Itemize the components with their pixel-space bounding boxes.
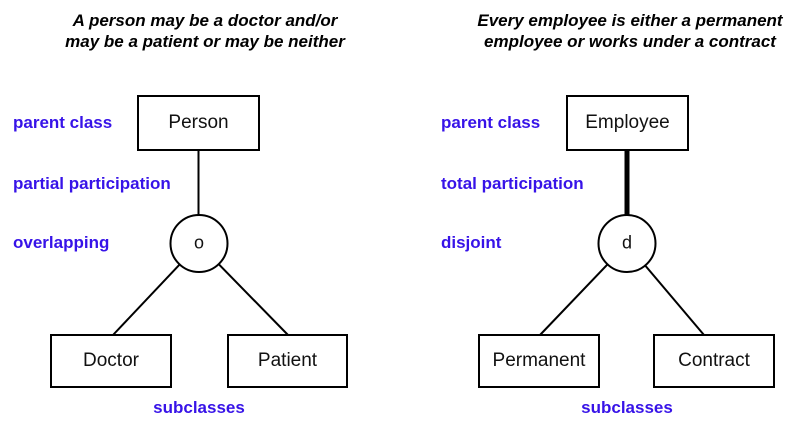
entity-label-contract: Contract xyxy=(678,350,750,371)
left-constraint-label: overlapping xyxy=(13,233,110,252)
entity-label-doctor: Doctor xyxy=(83,350,139,371)
entity-label-patient: Patient xyxy=(257,350,318,371)
overlapping-constraint-circle xyxy=(169,214,229,273)
entity-label-permanent: Permanent xyxy=(492,350,586,371)
entity-box-patient: Patient xyxy=(227,334,348,388)
left-diagram-caption: A person may be a doctor and/or may be a… xyxy=(30,10,380,52)
right-subclasses-label: subclasses xyxy=(581,398,673,417)
overlapping-circle-letter: o xyxy=(193,232,205,253)
right-diagram-caption: Every employee is either a permanent emp… xyxy=(455,10,793,52)
right-caption-line1: Every employee is either a permanent xyxy=(477,11,783,30)
entity-label-person: Person xyxy=(168,112,229,133)
left-parent-class-label: parent class xyxy=(13,113,113,132)
disjoint-constraint-circle xyxy=(597,214,657,273)
right-parent-class-label: parent class xyxy=(441,113,541,132)
entity-box-employee: Employee xyxy=(566,95,689,151)
left-caption-line2: may be a patient or may be neither xyxy=(65,32,345,51)
entity-box-doctor: Doctor xyxy=(50,334,172,388)
right-participation-label: total participation xyxy=(441,174,584,193)
right-constraint-label: disjoint xyxy=(441,233,502,252)
right-caption-line2: employee or works under a contract xyxy=(484,32,776,51)
entity-box-person: Person xyxy=(137,95,260,151)
entity-box-contract: Contract xyxy=(653,334,775,388)
left-caption-line1: A person may be a doctor and/or xyxy=(72,11,338,30)
entity-label-employee: Employee xyxy=(585,112,670,133)
left-subclasses-label: subclasses xyxy=(153,398,245,417)
entity-box-permanent: Permanent xyxy=(478,334,600,388)
left-participation-label: partial participation xyxy=(13,174,171,193)
disjoint-circle-letter: d xyxy=(621,232,633,253)
